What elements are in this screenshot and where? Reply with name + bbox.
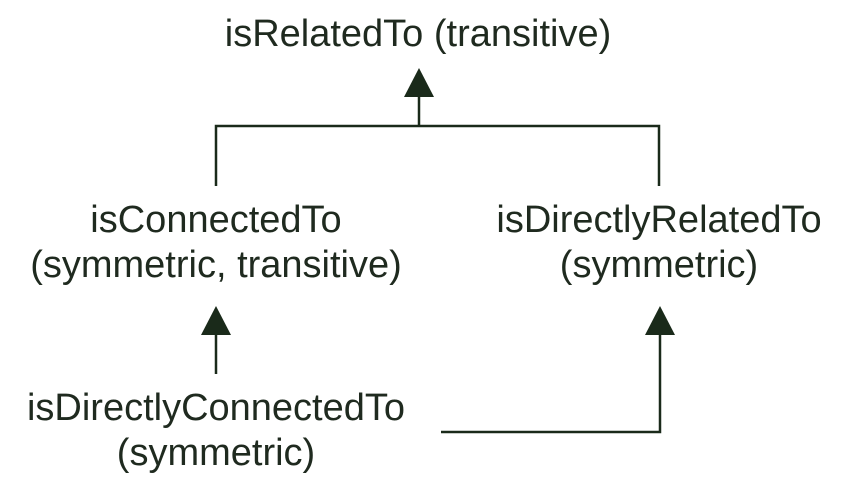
arrowheads [201,68,675,335]
node-left-label: isConnectedTo [90,199,342,241]
node-is-directly-connected-to: isDirectlyConnectedTo (symmetric) [0,386,432,476]
node-bottom-label: isDirectlyConnectedTo [26,387,406,429]
node-is-directly-related-to: isDirectlyRelatedTo (symmetric) [474,198,844,288]
node-is-related-to: isRelatedTo (transitive) [0,12,836,57]
edge-bottom-to-right [441,334,662,434]
edge-left-to-top [214,124,661,186]
connector-lines [214,96,662,434]
node-bottom-properties: (symmetric) [116,432,316,474]
node-is-connected-to: isConnectedTo (symmetric, transitive) [0,198,432,288]
node-right-properties: (symmetric) [559,244,759,286]
arrowhead-left-icon [201,306,231,335]
node-right-label: isDirectlyRelatedTo [496,199,822,241]
node-top-label: isRelatedTo (transitive) [224,13,612,55]
arrowhead-right-icon [645,306,675,335]
node-left-properties: (symmetric, transitive) [30,244,402,286]
arrowhead-top-icon [404,68,434,97]
